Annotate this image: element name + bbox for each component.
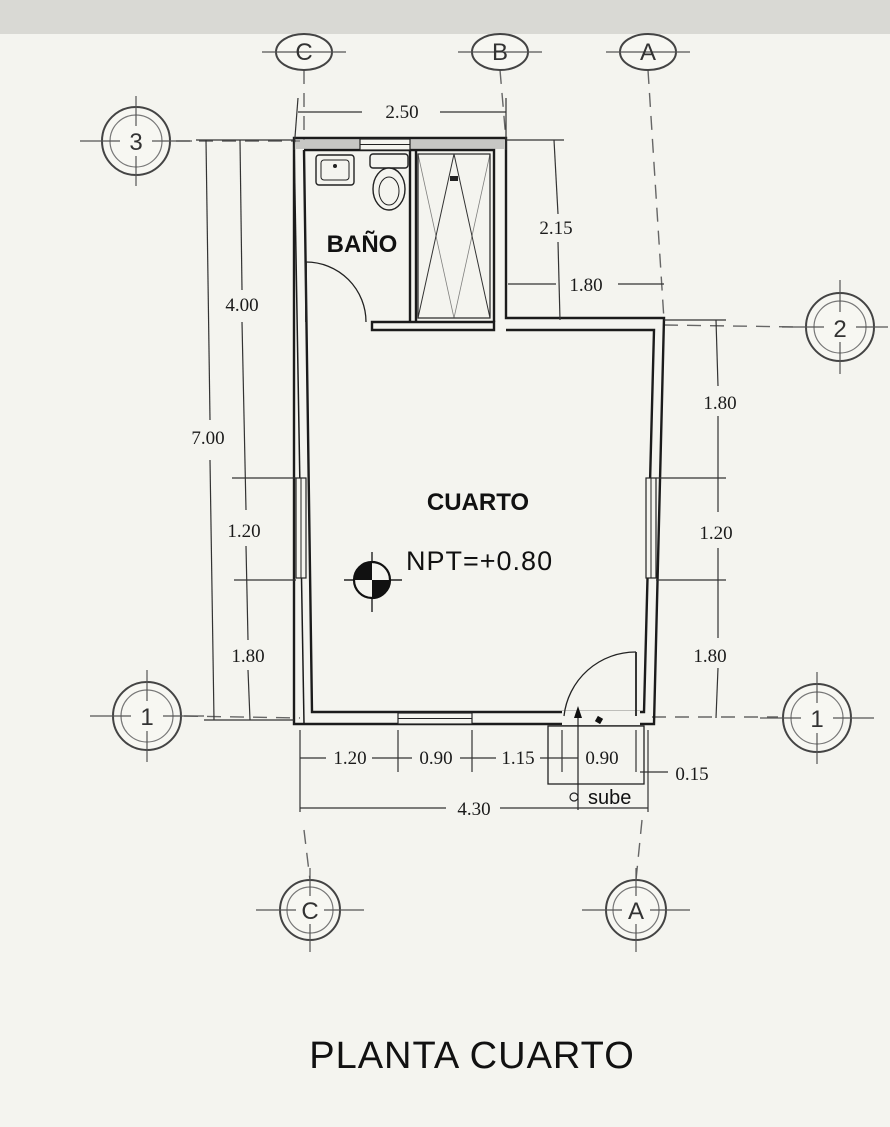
axis-label-bottom-c: C (301, 898, 318, 925)
dim-right-window: 1.20 (699, 523, 732, 544)
axis-bubble-top-b: B (458, 33, 542, 71)
toilet-fixture (369, 153, 409, 211)
window-top-bath (359, 138, 411, 151)
room-label: CUARTO (427, 489, 529, 516)
axis-bubble-left-3: 3 (80, 96, 192, 186)
window-right (645, 477, 657, 579)
dim-left-total: 7.00 (191, 428, 224, 449)
stairs-label: sube (588, 787, 631, 809)
bath-door (305, 261, 367, 323)
drawing-title: PLANTA CUARTO (309, 1035, 635, 1077)
dim-bottom-3: 1.15 (501, 748, 534, 769)
paper-edge (0, 0, 890, 34)
level-label: NPT=+0.80 (406, 546, 553, 576)
axis-label-left-3: 3 (129, 129, 142, 156)
axis-label-top-c: C (295, 39, 312, 66)
dim-bottom-5: 0.15 (675, 764, 708, 785)
dim-step-right: 1.80 (569, 275, 602, 296)
dim-left-bottom: 1.80 (231, 646, 264, 667)
level-marker-icon (344, 552, 402, 612)
axis-bubble-bottom-a: A (582, 868, 690, 952)
axis-bubble-right-2: 2 (782, 280, 888, 374)
dim-bath-depth: 2.15 (539, 218, 572, 239)
axis-label-top-a: A (640, 39, 656, 66)
dim-right-bottom: 1.80 (693, 646, 726, 667)
dim-bottom-1: 1.20 (333, 748, 366, 769)
dim-bottom-2: 0.90 (419, 748, 452, 769)
axis-label-bottom-a: A (628, 898, 644, 925)
dim-left-top: 4.00 (225, 295, 258, 316)
axis-bubble-left-1: 1 (90, 670, 204, 762)
paper-sheet (0, 34, 890, 1127)
window-left (295, 477, 307, 579)
dim-left-window: 1.20 (227, 521, 260, 542)
dimension-labels: 2.50 2.15 1.80 7.00 4.00 1.20 1.80 1.80 … (191, 102, 736, 820)
axis-label-right-2: 2 (833, 316, 846, 343)
shower-fixture (417, 153, 491, 319)
axis-label-right-1: 1 (810, 706, 823, 733)
axis-lines (176, 69, 801, 881)
dimension-lines (196, 97, 726, 812)
axis-label-top-b: B (492, 39, 508, 66)
bath-label: BAÑO (327, 230, 398, 258)
sink-fixture (315, 154, 355, 186)
axis-bubble-top-a: A (606, 33, 690, 71)
dim-bottom-total: 4.30 (457, 799, 490, 820)
dim-top-width: 2.50 (385, 102, 418, 123)
axis-bubble-right-1: 1 (760, 672, 874, 764)
window-bottom (397, 712, 473, 725)
axis-bubble-bottom-c: C (256, 868, 364, 952)
dim-right-upper: 1.80 (703, 393, 736, 414)
axis-bubble-top-c: C (262, 33, 346, 71)
dim-bottom-4: 0.90 (585, 748, 618, 769)
axis-label-left-1: 1 (140, 704, 153, 731)
stairs (547, 706, 645, 810)
